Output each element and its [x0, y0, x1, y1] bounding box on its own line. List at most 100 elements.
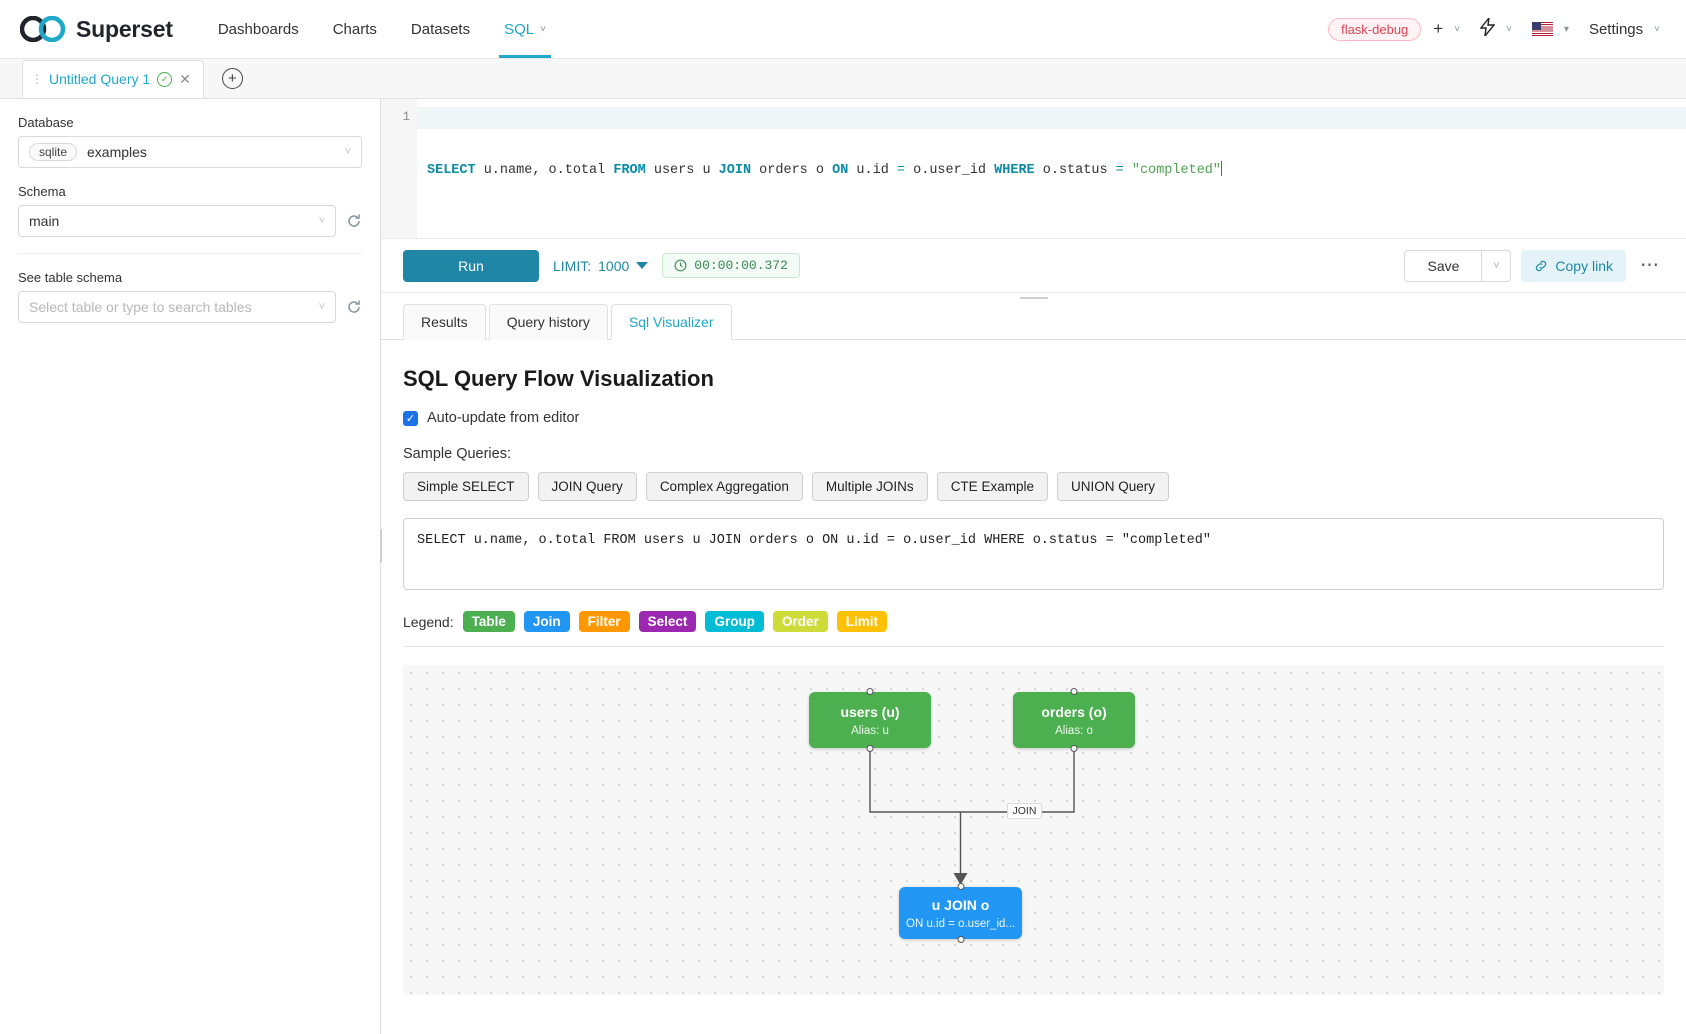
- refresh-schema-icon[interactable]: [346, 213, 362, 229]
- tab-results-label: Results: [421, 314, 468, 330]
- refresh-tables-icon[interactable]: [346, 299, 362, 315]
- check-icon: ✓: [405, 412, 416, 425]
- sql-input-textarea[interactable]: [403, 518, 1664, 590]
- bolt-menu-button[interactable]: ˅: [1472, 12, 1520, 47]
- triangle-down-icon: [636, 262, 649, 269]
- limit-prefix-label: LIMIT:: [553, 257, 592, 274]
- drag-handle-icon[interactable]: ⋮: [31, 72, 43, 86]
- sample-query-simple-select[interactable]: Simple SELECT: [403, 472, 529, 501]
- flow-node-users-title: users (u): [840, 703, 900, 720]
- sample-queries-row: Simple SELECT JOIN Query Complex Aggrega…: [403, 472, 1664, 501]
- flow-node-orders-alias: Alias: o: [1055, 724, 1093, 737]
- query-tab-label: Untitled Query 1: [49, 71, 151, 87]
- copy-link-button[interactable]: Copy link: [1521, 249, 1626, 282]
- text-cursor: [1221, 161, 1223, 176]
- auto-update-label: Auto-update from editor: [427, 410, 580, 426]
- flow-edges: [869, 748, 1075, 885]
- flag-us-icon: [1531, 22, 1553, 36]
- schema-select[interactable]: main ˅: [18, 205, 336, 237]
- sample-query-join-query[interactable]: JOIN Query: [537, 472, 637, 501]
- auto-update-row: ✓ Auto-update from editor: [403, 410, 1664, 426]
- table-schema-label: See table schema: [18, 270, 123, 285]
- brand-logo-link[interactable]: Superset: [0, 16, 173, 43]
- page-title: SQL Query Flow Visualization: [403, 366, 714, 391]
- editor-toolbar: Run LIMIT: 1000 00:00:00.372 Save ˅: [381, 239, 1686, 293]
- port-top: [957, 883, 964, 890]
- settings-menu[interactable]: Settings ˅: [1581, 15, 1668, 44]
- flow-node-orders[interactable]: orders (o) Alias: o: [1013, 688, 1135, 752]
- nav-item-sql[interactable]: SQL ˅: [487, 0, 563, 58]
- save-button-group: Save ˅: [1404, 249, 1512, 282]
- check-circle-icon: ✓: [157, 71, 173, 87]
- auto-update-checkbox[interactable]: ✓: [403, 410, 418, 426]
- panel-resize-handle[interactable]: [377, 529, 384, 563]
- horizontal-resize-handle[interactable]: [381, 293, 1686, 303]
- nav-item-charts[interactable]: Charts: [316, 0, 394, 58]
- flask-debug-badge: flask-debug: [1328, 17, 1422, 41]
- copy-link-label: Copy link: [1555, 257, 1613, 274]
- bolt-icon: [1479, 15, 1496, 41]
- run-button[interactable]: Run: [403, 249, 539, 282]
- tab-query-history[interactable]: Query history: [488, 304, 608, 340]
- chevron-down-icon: ˅: [1654, 23, 1660, 35]
- legend-chip-table: Table: [462, 611, 515, 632]
- new-item-button[interactable]: + ˅: [1425, 13, 1468, 45]
- triangle-down-icon: ▾: [1563, 23, 1569, 35]
- chevron-down-icon: ˅: [318, 215, 325, 227]
- tab-results[interactable]: Results: [403, 304, 486, 340]
- sample-query-multiple-joins[interactable]: Multiple JOINs: [811, 472, 928, 501]
- chevron-down-icon: ˅: [1506, 23, 1512, 35]
- chevron-down-icon: ˅: [344, 146, 351, 158]
- nav-right-group: flask-debug + ˅ ˅ ▾ Settings ˅: [1328, 12, 1686, 47]
- flow-node-users-alias: Alias: u: [851, 724, 889, 737]
- more-options-button[interactable]: ⋯: [1640, 255, 1660, 276]
- save-button[interactable]: Save: [1404, 249, 1483, 282]
- save-dropdown-button[interactable]: ˅: [1482, 249, 1512, 282]
- query-timer: 00:00:00.372: [662, 253, 800, 278]
- flow-node-join[interactable]: u JOIN o ON u.id = o.user_id...: [899, 883, 1022, 943]
- superset-logo-icon: [20, 16, 66, 42]
- database-field-group: Database sqlite examples ˅: [18, 115, 362, 168]
- schema-value: main: [29, 213, 60, 229]
- table-field-group: See table schema Select table or type to…: [18, 270, 362, 323]
- nav-item-dashboards-label: Dashboards: [217, 20, 299, 38]
- flow-canvas[interactable]: users (u) Alias: u orders (o) Alias: o u…: [403, 665, 1664, 995]
- chevron-down-icon: ˅: [318, 301, 325, 313]
- table-select[interactable]: Select table or type to search tables ˅: [18, 291, 336, 323]
- nav-item-dashboards[interactable]: Dashboards: [201, 0, 316, 58]
- chevron-down-icon: ˅: [540, 23, 546, 35]
- port-bottom: [866, 745, 874, 752]
- toolbar-right-group: Save ˅ Copy link ⋯: [1404, 249, 1664, 282]
- legend-label: Legend:: [403, 613, 454, 630]
- port-top: [866, 688, 874, 695]
- query-tab-untitled-query-1[interactable]: ⋮ Untitled Query 1 ✓ ✕: [22, 60, 204, 98]
- result-tabs: Results Query history Sql Visualizer: [381, 303, 1686, 340]
- sample-query-complex-aggregation[interactable]: Complex Aggregation: [645, 472, 803, 501]
- port-bottom: [1070, 745, 1078, 752]
- limit-dropdown[interactable]: LIMIT: 1000: [553, 257, 649, 274]
- sql-visualizer-pane: SQL Query Flow Visualization ✓ Auto-upda…: [381, 340, 1686, 1034]
- flow-node-users[interactable]: users (u) Alias: u: [809, 688, 931, 752]
- settings-label: Settings: [1588, 20, 1644, 38]
- nav-item-datasets-label: Datasets: [410, 20, 471, 38]
- flow-node-orders-title: orders (o): [1041, 703, 1107, 720]
- schema-field-group: Schema main ˅: [18, 184, 362, 237]
- sample-query-cte-example[interactable]: CTE Example: [936, 472, 1048, 501]
- language-selector[interactable]: ▾: [1524, 16, 1577, 42]
- clock-icon: [674, 259, 687, 272]
- tab-sql-visualizer-label: Sql Visualizer: [628, 314, 714, 330]
- editor-code-area[interactable]: SELECT u.name, o.total FROM users u JOIN…: [417, 99, 1686, 238]
- port-bottom: [957, 936, 964, 943]
- sidebar-divider: [18, 253, 362, 254]
- legend-row: Legend: Table Join Filter Select Group O…: [403, 611, 1664, 647]
- close-icon[interactable]: ✕: [179, 70, 191, 87]
- sample-query-union-query[interactable]: UNION Query: [1056, 472, 1169, 501]
- sql-editor[interactable]: 1 SELECT u.name, o.total FROM users u JO…: [381, 99, 1686, 239]
- tab-sql-visualizer[interactable]: Sql Visualizer: [610, 304, 732, 340]
- editor-gutter: 1: [381, 99, 417, 238]
- nav-item-datasets[interactable]: Datasets: [394, 0, 487, 58]
- flow-node-join-condition: ON u.id = o.user_id...: [906, 917, 1015, 930]
- database-select[interactable]: sqlite examples ˅: [18, 136, 362, 168]
- database-value: examples: [87, 144, 147, 160]
- add-query-tab-button[interactable]: +: [221, 68, 243, 89]
